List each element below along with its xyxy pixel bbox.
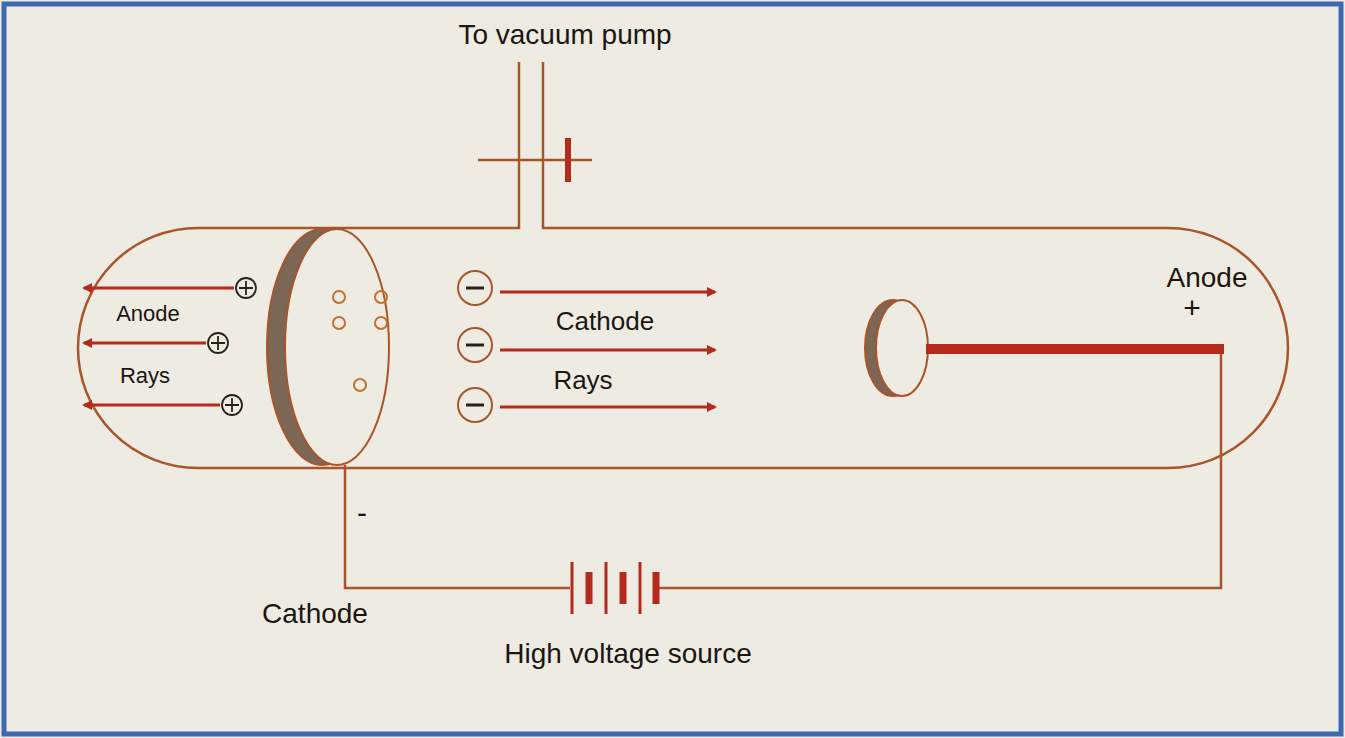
wire — [656, 354, 1221, 588]
pump-pipe — [542, 62, 545, 229]
pump-pipe — [518, 62, 521, 229]
ray-label: Rays — [553, 366, 612, 395]
electrode-label: Cathode — [262, 599, 368, 630]
ray-label: Anode — [116, 302, 180, 326]
anode-rod — [926, 344, 1224, 354]
wire — [345, 465, 570, 588]
electron-symbol — [458, 271, 492, 422]
frame — [4, 4, 1341, 734]
polarity-sign: + — [1183, 291, 1201, 324]
ray-label: Cathode — [556, 307, 654, 336]
anode-disc — [876, 300, 928, 396]
cathode-holes — [333, 291, 387, 391]
valve — [478, 159, 592, 162]
valve — [565, 138, 571, 182]
ray-label: Rays — [120, 364, 170, 388]
glass-tube — [78, 228, 1288, 468]
cathode-ray-arrows — [500, 292, 715, 407]
polarity-sign: - — [357, 496, 367, 529]
pump-label: To vacuum pump — [458, 20, 671, 51]
battery-symbol — [572, 562, 656, 614]
positive-ion-symbol — [208, 278, 256, 415]
source-label: High voltage source — [504, 639, 751, 670]
cathode-disc — [285, 229, 389, 465]
anode-ray-arrows — [84, 288, 234, 405]
electron-symbol — [466, 288, 484, 405]
electrode-label: Anode — [1167, 263, 1248, 294]
